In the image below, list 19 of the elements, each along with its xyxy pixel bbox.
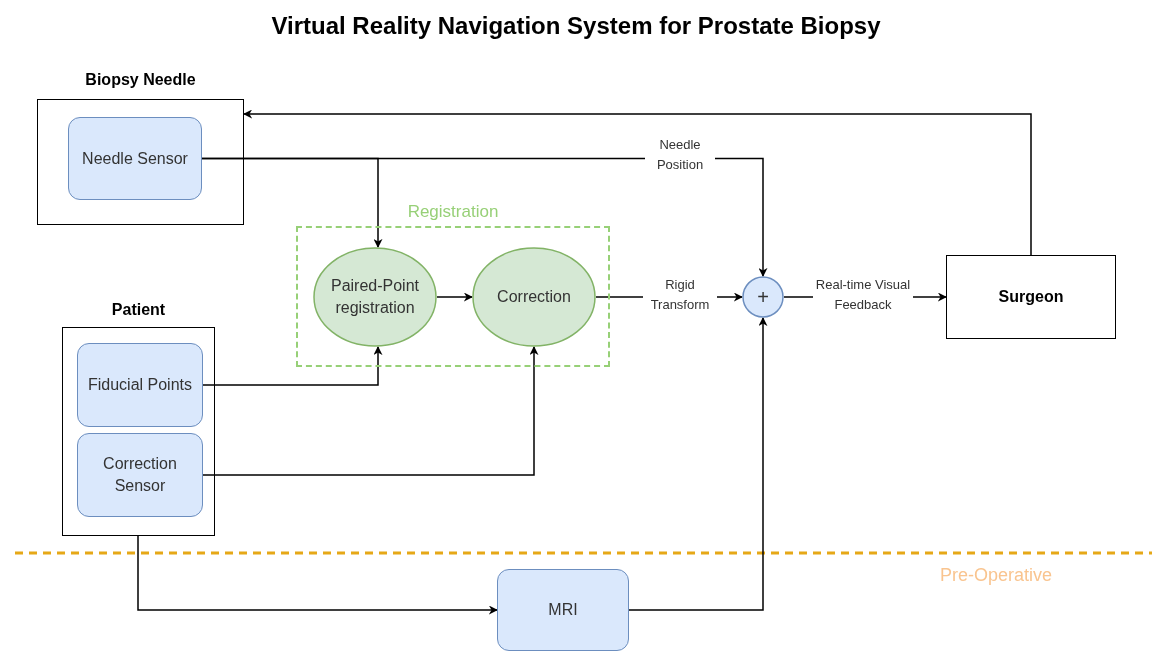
node-label: MRI (548, 600, 578, 620)
diagram-title: Virtual Reality Navigation System for Prostate Biopsy (270, 11, 882, 41)
plus-sign: + (757, 286, 769, 308)
arrow (202, 346, 383, 386)
group-heading: Biopsy Needle (85, 70, 196, 90)
group-heading: Patient (111, 300, 166, 320)
arrow (628, 317, 768, 611)
node-label: Fiducial Points (87, 375, 192, 395)
arrow (201, 157, 768, 277)
section-label: Pre-Operative (940, 565, 1050, 586)
arrow (243, 109, 1032, 256)
node-label: Correction Sensor (102, 454, 178, 496)
node-label: Correction (497, 287, 571, 307)
arrow (202, 346, 539, 476)
node-label: Surgeon (998, 287, 1064, 307)
arrow (436, 292, 473, 302)
node-label: Paired-Point registration (329, 276, 420, 318)
node-label: Needle Sensor (82, 148, 188, 169)
arrow (137, 535, 498, 615)
